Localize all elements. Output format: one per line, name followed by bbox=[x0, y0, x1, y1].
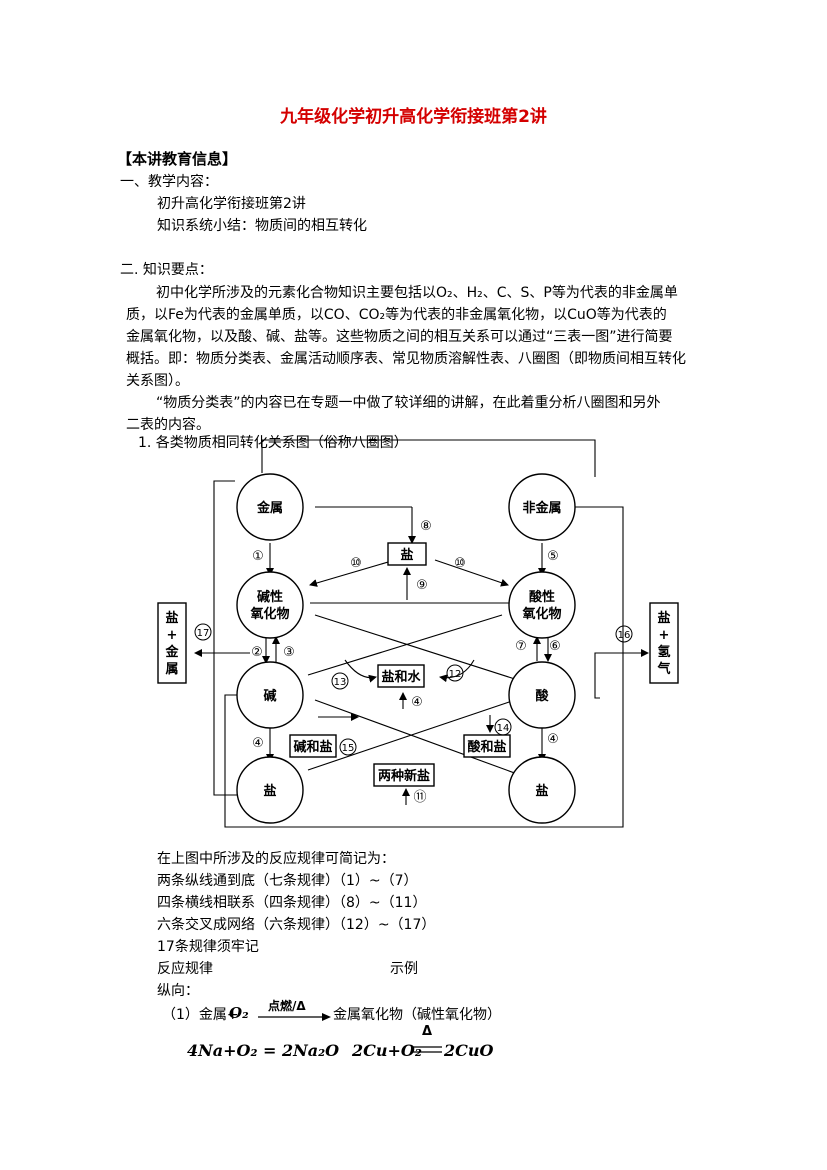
key-points-paragraph-1: 初中化学所涉及的元素化合物知识主要包括以O₂、H₂、C、S、P等为代表的非金属单… bbox=[126, 282, 686, 392]
para1-line: 初中化学所涉及的元素化合物知识主要包括以O₂、H₂、C、S、P等为代表的非金属单 bbox=[156, 285, 678, 301]
box-base-salt: 碱和盐 bbox=[293, 739, 332, 755]
label-13: 13 bbox=[334, 677, 347, 688]
label-4a: ④ bbox=[252, 736, 264, 751]
label-12: 12 bbox=[449, 669, 462, 680]
label-10b: ⑩ bbox=[454, 556, 466, 571]
reaction-1-number: （1）金属+ bbox=[162, 1007, 239, 1023]
vertical-label: 纵向： bbox=[157, 983, 199, 999]
rule-4: 17条规律须牢记 bbox=[157, 939, 259, 955]
equation-copper-left: 2Cu+O₂ bbox=[352, 1041, 422, 1060]
item-1-heading: 1. 各类物质相同转化关系图（俗称八圈图） bbox=[138, 435, 408, 451]
equation-copper-right: 2CuO bbox=[444, 1041, 494, 1060]
box-left-char: + bbox=[167, 628, 178, 643]
para1-line: 金属氧化物，以及酸、碱、盐等。这些物质之间的相互关系可以通过“三表一图”进行简要 bbox=[126, 329, 673, 345]
teaching-line-2: 知识系统小结：物质间的相互转化 bbox=[157, 218, 367, 234]
label-4b: ④ bbox=[411, 695, 423, 710]
label-1: ① bbox=[252, 549, 264, 564]
double-line-equals-icon bbox=[412, 1046, 442, 1053]
para1-line: 概括。即：物质分类表、金属活动顺序表、常见物质溶解性表、八圈图（即物质间相互转化 bbox=[126, 351, 686, 367]
key-points-paragraph-2: “物质分类表”的内容已在专题一中做了较详细的讲解，在此着重分析八圈图和另外 二表… bbox=[126, 392, 661, 436]
box-right-char: 盐 bbox=[657, 610, 670, 626]
box-acid-salt: 酸和盐 bbox=[467, 739, 506, 755]
box-right-char: 气 bbox=[657, 661, 670, 677]
node-metal: 金属 bbox=[256, 500, 283, 516]
key-points-heading: 二. 知识要点： bbox=[120, 262, 213, 278]
label-4c: ④ bbox=[547, 732, 559, 747]
para2-line: “物质分类表”的内容已在专题一中做了较详细的讲解，在此着重分析八圈图和另外 bbox=[156, 395, 661, 411]
node-base: 碱 bbox=[263, 688, 276, 704]
box-salt-water: 盐和水 bbox=[381, 669, 421, 685]
node-salt-left: 盐 bbox=[263, 783, 276, 799]
label-11: ⑪ bbox=[413, 790, 426, 805]
label-10a: ⑩ bbox=[350, 556, 362, 571]
label-14: 14 bbox=[497, 723, 510, 734]
reaction-1-o2: O₂ bbox=[229, 1004, 249, 1022]
rule-1: 两条纵线通到底（七条规律）（1）~（7） bbox=[157, 873, 418, 889]
node-basic-oxide-2: 氧化物 bbox=[249, 606, 289, 622]
label-15: 15 bbox=[342, 743, 355, 754]
equation-sodium: 4Na+O₂ = 2Na₂O bbox=[187, 1041, 340, 1060]
box-left-char: 属 bbox=[165, 662, 178, 677]
node-salt-right: 盐 bbox=[535, 783, 548, 799]
box-left-char: 金 bbox=[164, 644, 179, 660]
reaction-1-condition: 点燃/Δ bbox=[268, 999, 306, 1013]
label-17: 17 bbox=[197, 628, 210, 639]
section-header: 【本讲教育信息】 bbox=[117, 150, 238, 168]
box-salt-top: 盐 bbox=[400, 547, 413, 563]
para1-line: 关系图）。 bbox=[126, 373, 189, 389]
box-left-char: 盐 bbox=[165, 610, 178, 626]
node-nonmetal: 非金属 bbox=[522, 500, 561, 516]
rules-intro: 在上图中所涉及的反应规律可简记为： bbox=[157, 851, 395, 867]
page-title: 九年级化学初升高化学衔接班第2讲 bbox=[280, 107, 547, 127]
label-9: ⑨ bbox=[416, 578, 428, 593]
rule-3: 六条交叉成网络（六条规律）（12）~（17） bbox=[157, 917, 436, 933]
equation-copper-condition: Δ bbox=[422, 1024, 433, 1039]
label-7: ⑦ bbox=[515, 639, 527, 654]
node-acid: 酸 bbox=[535, 688, 549, 704]
teaching-heading: 一、教学内容： bbox=[120, 174, 218, 190]
label-6: ⑥ bbox=[549, 639, 561, 654]
para1-line: 质，以Fe为代表的金属单质，以CO、CO₂等为代表的非金属氧化物，以CuO等为代… bbox=[126, 307, 667, 323]
node-basic-oxide-1: 碱性 bbox=[257, 589, 283, 605]
teaching-line-1: 初升高化学衔接班第2讲 bbox=[157, 196, 306, 212]
column-rule: 反应规律 bbox=[157, 961, 213, 977]
node-acidic-oxide-2: 氧化物 bbox=[521, 606, 561, 622]
label-2: ② bbox=[251, 645, 263, 660]
rule-2: 四条横线相联系（四条规律）（8）~（11） bbox=[157, 895, 427, 911]
label-5: ⑤ bbox=[547, 549, 559, 564]
eight-circle-diagram: 金属 非金属 碱性 氧化物 酸性 氧化物 碱 酸 盐 盐 盐 盐和水 碱和盐 酸… bbox=[157, 439, 679, 828]
node-acidic-oxide-1: 酸性 bbox=[529, 589, 555, 605]
label-3: ③ bbox=[283, 645, 295, 660]
para2-line: 二表的内容。 bbox=[126, 417, 210, 433]
reaction-arrow-icon bbox=[258, 1013, 331, 1021]
box-two-salts: 两种新盐 bbox=[378, 768, 430, 784]
box-right-char: 氢 bbox=[657, 644, 670, 660]
label-8: ⑧ bbox=[420, 519, 432, 534]
column-example: 示例 bbox=[390, 961, 418, 977]
box-right-char: + bbox=[659, 628, 670, 643]
reaction-1-product: 金属氧化物（碱性氧化物） bbox=[333, 1007, 501, 1023]
label-16: 16 bbox=[618, 630, 631, 641]
